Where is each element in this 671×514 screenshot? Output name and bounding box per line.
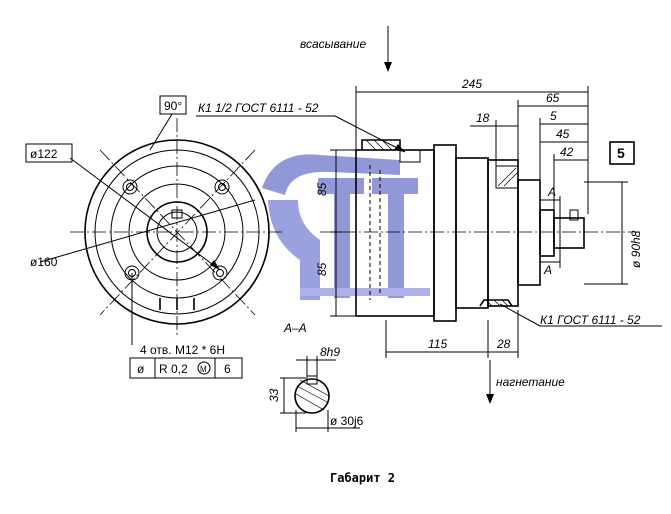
dim-18: 18 bbox=[476, 111, 490, 125]
dim-5: 5 bbox=[550, 109, 557, 123]
dim-85-upper: 85 bbox=[315, 182, 329, 196]
drawing-caption: Габарит 2 bbox=[330, 471, 395, 485]
tol-symbol: ø bbox=[137, 362, 145, 376]
watermark-logo bbox=[262, 154, 430, 300]
dim-65: 65 bbox=[546, 91, 560, 105]
dim-dia-90h8: ø 90h8 bbox=[629, 230, 643, 268]
key-width-label: 8h9 bbox=[320, 345, 340, 359]
front-view bbox=[39, 95, 285, 345]
dim-115: 115 bbox=[428, 337, 447, 351]
dim-45: 45 bbox=[556, 127, 570, 141]
dia-122-frame bbox=[25, 143, 73, 163]
ref-box bbox=[609, 141, 635, 165]
section-aa bbox=[280, 356, 360, 432]
tolerance-frame bbox=[129, 357, 243, 379]
section-marker-top: А bbox=[547, 185, 556, 199]
shaft-diameter-label: ø 30j6 bbox=[330, 414, 364, 428]
dim-42: 42 bbox=[560, 145, 574, 159]
section-height-label: 33 bbox=[267, 388, 281, 402]
bottom-thread-callout: К1 ГОСТ 6111 - 52 bbox=[540, 313, 641, 327]
dia-122-label: ø122 bbox=[30, 147, 58, 161]
dia-160-label: ø160 bbox=[30, 255, 58, 269]
tol-value: 6 bbox=[224, 362, 231, 376]
discharge-label: нагнетание bbox=[496, 375, 565, 389]
top-thread-callout: К1 1/2 ГОСТ 6111 - 52 bbox=[198, 101, 319, 115]
dim-85-lower: 85 bbox=[315, 262, 329, 276]
ref-box-label: 5 bbox=[617, 145, 625, 161]
holes-note: 4 отв. М12 * 6Н bbox=[140, 343, 225, 357]
section-marker-bottom: А bbox=[543, 263, 552, 277]
dim-245: 245 bbox=[461, 77, 482, 91]
dim-28: 28 bbox=[496, 337, 511, 351]
section-title: А–А bbox=[283, 321, 307, 335]
dimension-lines bbox=[330, 86, 628, 358]
tol-modifier: М bbox=[200, 365, 207, 374]
tol-radius: R 0,2 bbox=[159, 362, 188, 376]
suction-label: всасывание bbox=[300, 37, 366, 51]
angle-label: 90° bbox=[164, 99, 182, 113]
